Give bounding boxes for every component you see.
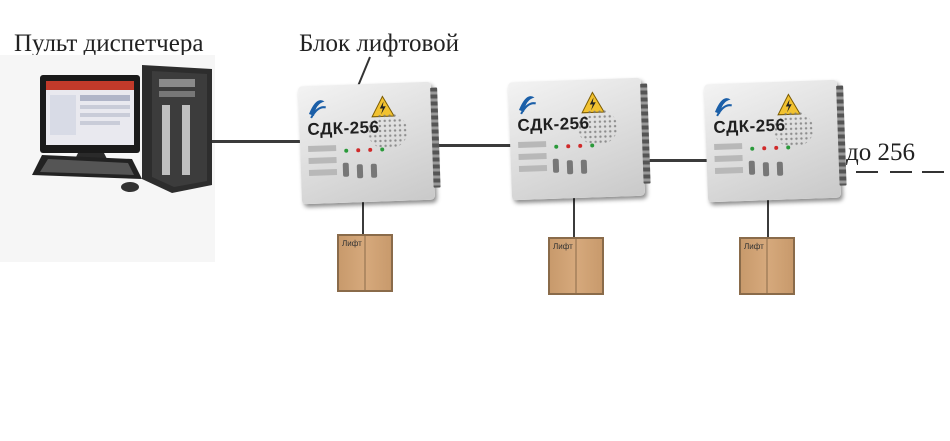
toggle-switch [776,161,784,176]
lift-3: Лифт [739,237,795,295]
lift-unit-3: СДК-256 [703,79,847,203]
lift-label: Лифт [553,242,573,251]
unit-model-label: СДК-256 [517,113,590,136]
toggle-switch [370,163,378,178]
lift-unit-2: СДК-256 [507,77,651,201]
dashed-wire-segment [922,171,944,173]
wire-unit3-to-lift3 [767,198,769,238]
wire-unit1-to-unit2 [435,144,515,147]
keyboard-icon [32,155,142,192]
wire-pc-to-unit1 [212,140,304,143]
unit-model-label: СДК-256 [713,115,786,138]
lift-label: Лифт [342,239,362,248]
lift-1: Лифт [337,234,393,292]
company-logo-icon [308,100,326,119]
unit-model-label: СДК-256 [307,117,380,140]
dashed-wire-segment [856,171,878,173]
lift-label: Лифт [744,242,764,251]
wire-unit2-to-lift2 [573,198,575,238]
lift-2: Лифт [548,237,604,295]
toggle-switch [552,158,560,173]
computer-icon [32,65,212,193]
toggle-switch [580,159,588,174]
wire-unit1-to-lift1 [362,200,364,236]
toggle-switch [342,162,350,177]
block-label: Блок лифтовой [299,30,460,57]
more-units-label: до 256 [846,139,915,166]
toggle-switch [356,164,364,179]
company-logo-icon [714,98,732,117]
dashed-wire-segment [890,171,912,173]
toggle-switch [762,162,770,177]
toggle-switch [566,160,574,175]
toggle-switch [748,160,756,175]
console-label: Пульт диспетчера [14,30,204,57]
wire-unit2-to-unit3 [640,159,710,162]
monitor-icon [40,75,140,165]
company-logo-icon [518,96,536,115]
lift-unit-1: СДК-256 [297,81,441,205]
